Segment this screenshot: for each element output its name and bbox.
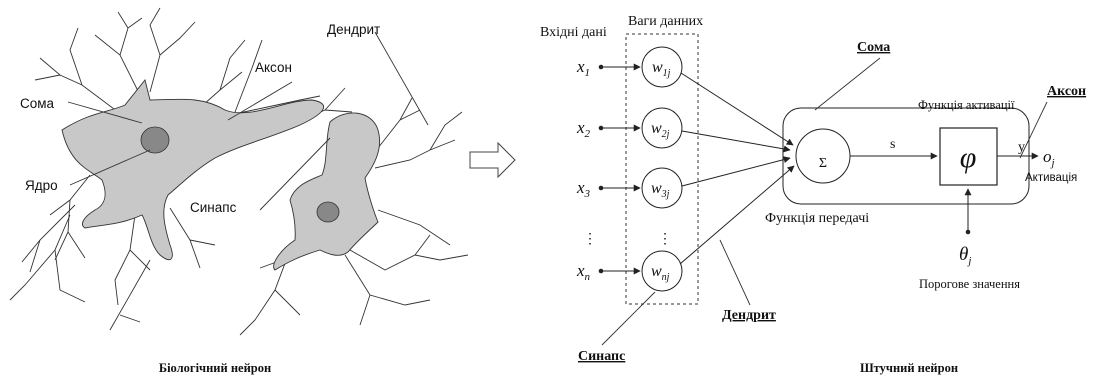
input-row-n: xn wnj [576,251,682,291]
svg-text:x2: x2 [576,118,591,140]
input-row-3: x3 w3j [576,168,682,208]
transition-arrow-icon [470,143,515,177]
phi-icon: φ [960,141,977,174]
bio-label-nucleus: Ядро [25,178,58,193]
bio-label-dendrite: Дендрит [327,22,380,37]
caption-biological: Біологічний нейрон [159,361,271,375]
bio-cell-body-right [274,113,380,270]
bio-nucleus-left [141,127,169,153]
label-s: s [890,137,895,152]
art-label-dendrite: Дендрит [722,308,776,323]
art-label-axon: Аксон [1047,84,1086,99]
output-o: oj [1043,147,1055,169]
input-dots: ⋮ [583,232,597,247]
artificial-neuron: Вхідні дані Ваги данних x1 w1j x2 w2j x3… [540,14,1086,375]
weight-dots: ⋮ [658,232,672,247]
label-threshold: Порогове значення [919,277,1020,291]
label-inputs: Вхідні дані [540,25,607,40]
svg-text:xn: xn [576,261,591,283]
input-row-1: x1 w1j [576,47,682,87]
bio-label-synapse: Синапс [190,200,237,215]
bio-axon [235,40,262,112]
label-activation-function: Функція активації [918,98,1015,112]
label-activation: Активація [1025,172,1077,184]
sum-icon: Σ [819,156,827,171]
weight-to-sum-arrows [680,73,794,264]
threshold-theta: θj [959,244,971,267]
bio-cell-body-left [62,80,324,260]
label-transfer-function: Функція передачі [765,211,869,226]
bio-label-axon: Аксон [255,60,292,75]
biological-neuron: Сома Ядро Аксон Дендрит Синапс Біологічн… [10,8,468,375]
bio-nucleus-right [317,202,339,222]
bio-label-soma: Сома [20,96,55,111]
label-weights: Ваги данних [628,14,703,29]
svg-text:x3: x3 [576,178,591,200]
label-y: y [1018,140,1025,155]
svg-text:x1: x1 [576,57,590,79]
art-label-synapse: Синапс [578,349,625,364]
art-label-soma: Сома [857,40,890,55]
input-row-2: x2 w2j [576,108,682,148]
caption-artificial: Штучний нейрон [860,361,958,375]
